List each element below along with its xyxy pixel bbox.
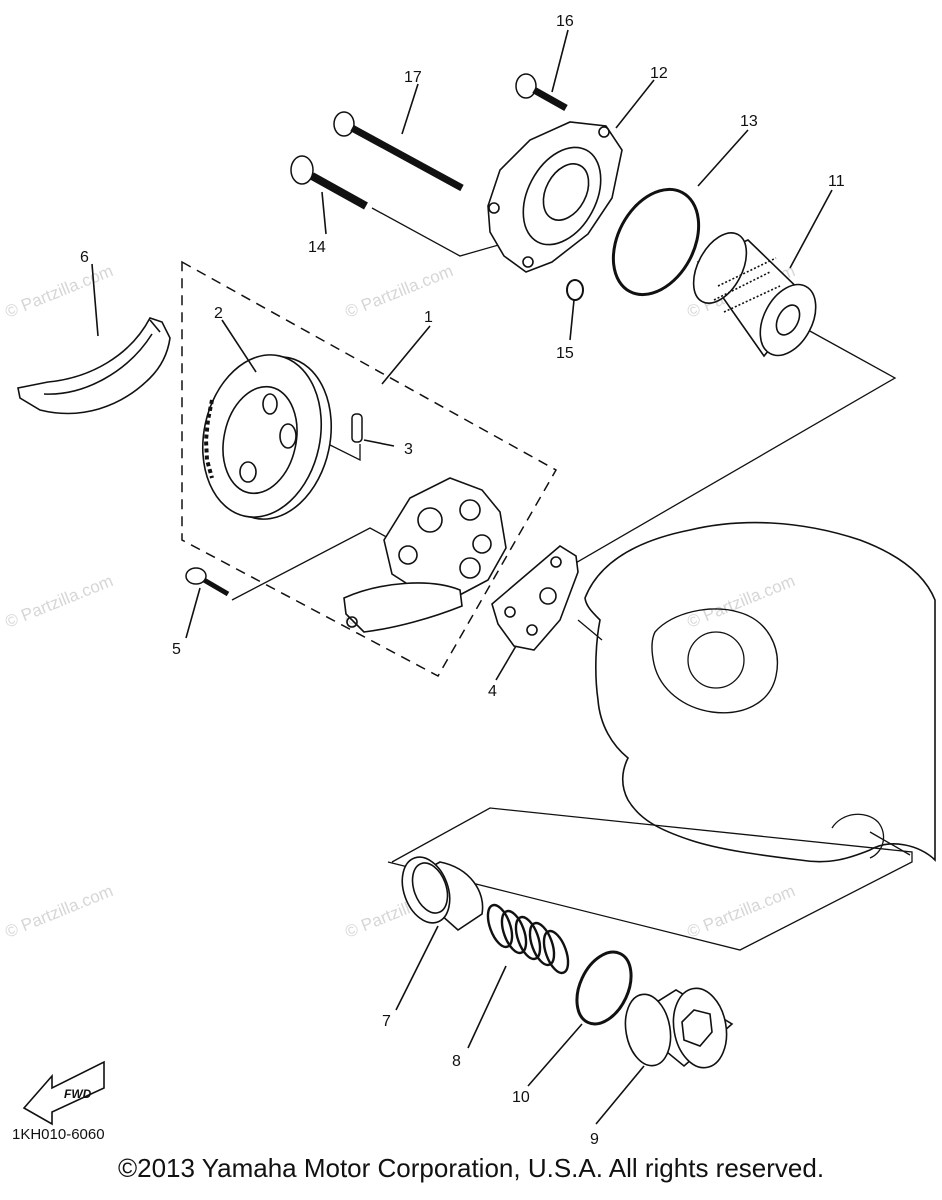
callout-13: 13 <box>740 113 758 130</box>
fwd-label: FWD <box>64 1087 92 1101</box>
copyright-notice: ©2013 Yamaha Motor Corporation, U.S.A. A… <box>117 1153 825 1183</box>
crankcase-outline <box>584 521 936 863</box>
part-9-drain-plug <box>624 987 734 1069</box>
crankcase-bore <box>687 631 745 689</box>
part-13-o-ring <box>611 187 701 297</box>
part-8-spring <box>486 903 570 975</box>
watermark: © Partzilla.com <box>684 571 797 632</box>
callout-labels: 1 2 3 4 5 6 7 8 9 10 11 12 13 14 15 16 1… <box>80 13 845 1148</box>
part-5-screw <box>185 567 230 597</box>
part-12-filter-cover <box>487 121 623 273</box>
callout-6: 6 <box>80 249 89 266</box>
callout-11: 11 <box>828 173 845 190</box>
part-11-oil-filter <box>692 232 817 358</box>
part-15-o-ring <box>566 279 584 301</box>
fwd-arrow-icon: FWD <box>22 1060 105 1126</box>
part-14-bolt <box>290 155 368 210</box>
part-3-dowel-pin <box>351 413 363 443</box>
callout-16: 16 <box>556 13 574 30</box>
callout-leaders <box>91 29 833 1125</box>
callout-1: 1 <box>424 309 433 326</box>
part-17-bolt <box>333 111 464 192</box>
callout-15: 15 <box>556 345 574 362</box>
crankcase-drain-boss <box>831 813 885 859</box>
callout-17: 17 <box>404 69 422 86</box>
leader-lines <box>231 207 913 951</box>
watermark: © Partzilla.com <box>2 261 115 322</box>
oil-pump-assembly-outline <box>181 260 558 678</box>
callout-7: 7 <box>382 1013 391 1030</box>
part-16-bolt <box>515 73 568 112</box>
callout-5: 5 <box>172 641 181 658</box>
callout-9: 9 <box>590 1131 599 1148</box>
callout-8: 8 <box>452 1053 461 1070</box>
callout-4: 4 <box>488 683 497 700</box>
callout-3: 3 <box>404 441 413 458</box>
watermark: © Partzilla.com <box>2 881 115 942</box>
part-10-o-ring <box>575 950 633 1026</box>
callout-2: 2 <box>214 305 223 322</box>
watermark: © Partzilla.com <box>684 881 797 942</box>
drawing-code: 1KH010-6060 <box>12 1126 105 1143</box>
part-6-cover <box>17 317 171 415</box>
pump-body <box>343 477 507 633</box>
part-7-strainer <box>401 856 484 932</box>
callout-14: 14 <box>308 239 326 256</box>
callout-10: 10 <box>512 1089 530 1106</box>
crankcase-port-outline <box>651 608 778 714</box>
watermark: © Partzilla.com <box>2 571 115 632</box>
part-4-gasket <box>491 545 579 651</box>
part-2-gear <box>201 354 333 520</box>
watermark: © Partzilla.com <box>342 261 455 322</box>
callout-12: 12 <box>650 65 668 82</box>
